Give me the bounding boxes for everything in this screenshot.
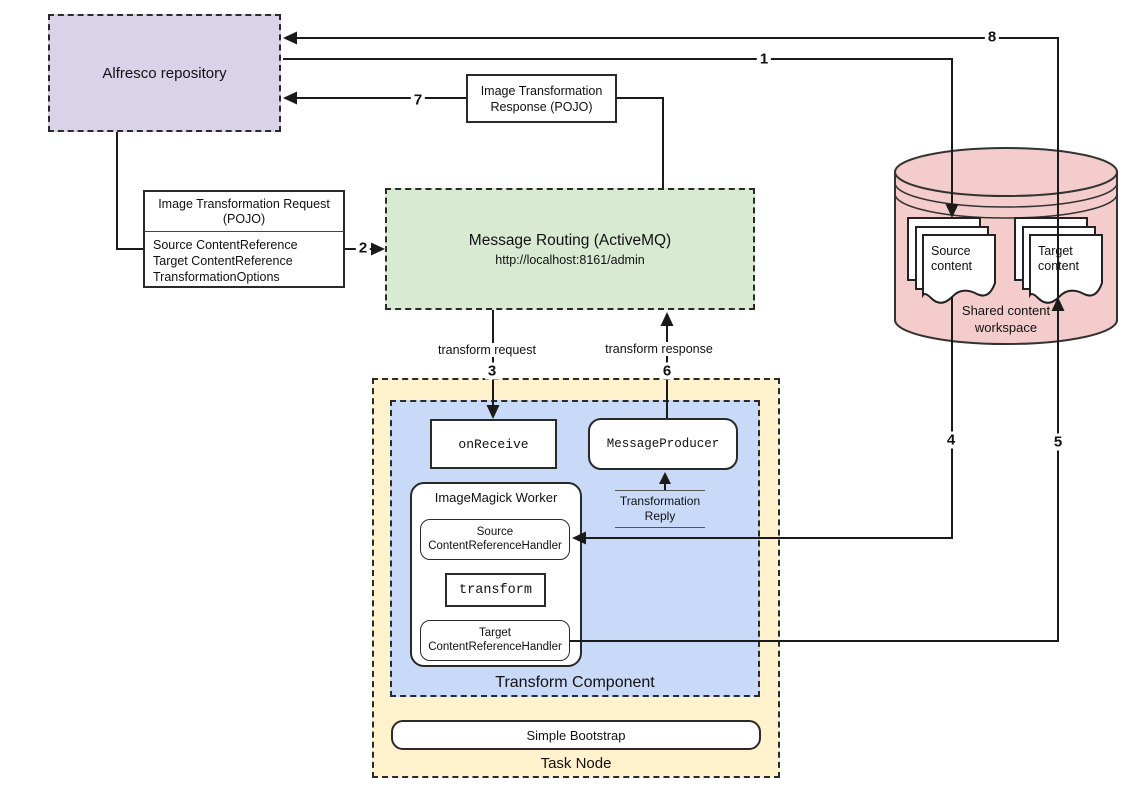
edge-label-8: 8 [984, 28, 1000, 46]
edge-label-1: 1 [756, 50, 772, 68]
transform-response-label: transform response [602, 342, 716, 356]
edge-alfresco-to-request [116, 132, 143, 250]
reply-line2: Reply [644, 509, 676, 523]
edge-label-6: 6 [659, 362, 675, 380]
transformation-reply-note: Transformation Reply [615, 490, 705, 528]
target-handler-line2: ContentReferenceHandler [428, 640, 562, 653]
transform-label: transform [459, 582, 532, 598]
message-producer-box: MessageProducer [588, 418, 738, 470]
request-field-options: TransformationOptions [153, 270, 280, 284]
request-field-source: Source ContentReference [153, 238, 298, 252]
target-handler-line1: Target [479, 627, 511, 639]
shared-workspace-label: Shared content workspace [923, 303, 1089, 336]
edge-label-4: 4 [943, 431, 959, 449]
imagemagick-worker-title: ImageMagick Worker [434, 490, 558, 505]
target-content-doc-label: Target content [1038, 244, 1079, 274]
request-field-target: Target ContentReference [153, 254, 293, 268]
response-box-line2: Response (POJO) [490, 99, 593, 114]
request-title-line1: Image Transformation Request [158, 196, 330, 211]
source-handler-line2: ContentReferenceHandler [428, 539, 562, 552]
edge-label-7: 7 [410, 91, 426, 109]
on-receive-label: onReceive [458, 436, 529, 452]
edge-7-response-to-alfresco [283, 91, 466, 105]
edge-response-to-routing [617, 97, 664, 188]
edge-label-2: 2 [355, 239, 371, 257]
request-box-fields: Source ContentReference Target ContentRe… [145, 232, 343, 285]
cylinder-ring-2 [894, 193, 1118, 219]
cylinder-top [894, 147, 1118, 197]
response-box-line1: Image Transformation [480, 83, 603, 98]
message-routing-title: Message Routing (ActiveMQ) [468, 231, 672, 249]
message-routing-box: Message Routing (ActiveMQ) http://localh… [385, 188, 755, 310]
on-receive-box: onReceive [430, 419, 557, 469]
edge-label-5: 5 [1050, 433, 1066, 451]
source-doc-line1: Source [931, 244, 971, 258]
transform-component-label: Transform Component [495, 674, 655, 691]
alfresco-repository-box: Alfresco repository [48, 14, 281, 132]
alfresco-repository-label: Alfresco repository [102, 64, 227, 82]
simple-bootstrap-box: Simple Bootstrap [391, 720, 761, 750]
source-content-doc-label: Source content [931, 244, 972, 274]
message-producer-label: MessageProducer [606, 437, 720, 451]
simple-bootstrap-label: Simple Bootstrap [526, 727, 626, 743]
target-doc-line2: content [1038, 259, 1080, 273]
request-title-line2: (POJO) [222, 211, 266, 226]
workspace-label-line1: Shared content [961, 303, 1051, 318]
message-routing-url: http://localhost:8161/admin [495, 252, 645, 267]
transform-box: transform [445, 573, 546, 607]
source-content-reference-handler-box: Source ContentReferenceHandler [420, 519, 570, 560]
reply-line1: Transformation [619, 494, 701, 508]
target-content-reference-handler-box: Target ContentReferenceHandler [420, 620, 570, 661]
image-transformation-request-box: Image Transformation Request (POJO) Sour… [143, 190, 345, 288]
cylinder-ring-1 [894, 182, 1118, 208]
image-transformation-response-box: Image Transformation Response (POJO) [466, 74, 617, 123]
transform-request-label: transform request [435, 343, 539, 357]
workspace-label-line2: workspace [974, 319, 1038, 335]
source-handler-line1: Source [476, 526, 514, 538]
target-doc-line1: Target [1038, 244, 1073, 258]
task-node-label: Task Node [540, 755, 612, 772]
edge-label-3: 3 [484, 362, 500, 380]
request-box-header: Image Transformation Request (POJO) [145, 192, 343, 232]
source-doc-line2: content [931, 259, 973, 273]
